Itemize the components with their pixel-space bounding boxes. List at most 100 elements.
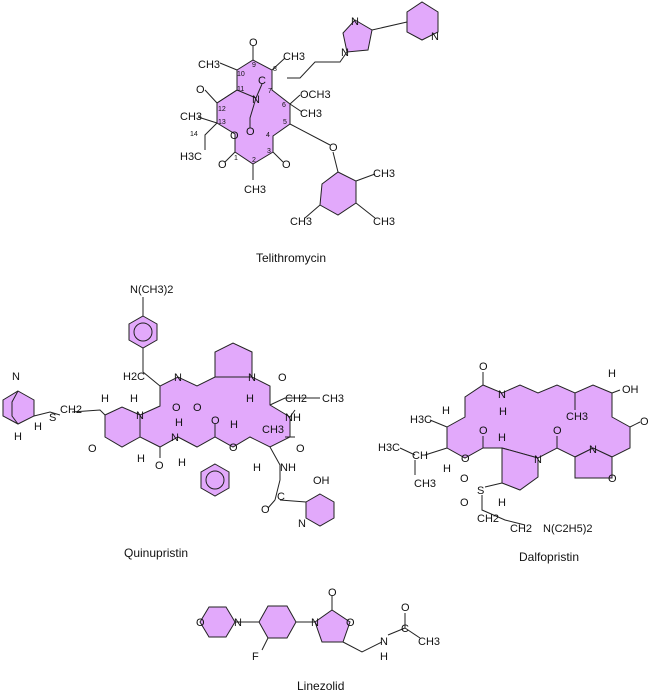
atom-label: N [12, 371, 20, 383]
aromatic-circle [205, 470, 225, 490]
telithromycin-structure: CH3 O CH3 O N C OCH3 CH3 CH3 O O O CH3 H… [180, 1, 439, 265]
atom-label: N [351, 16, 359, 28]
atom-label: N [234, 617, 242, 629]
dalfopristin-structure: O N H H OH CH3 O H H3C O H O N N H3C CH … [378, 361, 649, 564]
atom-label: H3C [180, 151, 202, 163]
atom-label: O [155, 460, 164, 472]
atom-label: H [34, 421, 42, 433]
atom-label: H3C [410, 414, 432, 426]
atom-label: OH [313, 475, 330, 487]
atom-label: N [431, 31, 439, 43]
bonds [197, 21, 408, 219]
atom-label: N [174, 372, 182, 384]
atom-label: H [608, 368, 616, 380]
atom-label: O [461, 453, 470, 465]
atom-label: H [498, 497, 506, 509]
linezolid-title: Linezolid [297, 679, 344, 693]
atom-label: N [136, 410, 144, 422]
position-number: 6 [282, 102, 286, 109]
atom-label: CH3 [566, 411, 588, 423]
imidazole-ring [342, 19, 373, 53]
atom-label: O [246, 126, 255, 138]
proline-ring [214, 342, 253, 378]
pyrrolidine-ring [501, 447, 539, 491]
atom-label: H [175, 417, 183, 429]
atom-label: CH2 [60, 404, 82, 416]
position-number: 4 [266, 132, 270, 139]
atom-label: O [328, 587, 337, 599]
aromatic-circle [133, 322, 153, 342]
atom-label: O [329, 142, 338, 154]
quinupristin-structure: N(CH3)2 H2C N H O O N O H CH2 CH3 NH N H… [2, 284, 344, 560]
atom-label: O [479, 425, 488, 437]
morpholine-ring [199, 606, 236, 638]
atom-label: O [278, 372, 287, 384]
atom-label: O [640, 416, 649, 428]
atom-label: CH3 [418, 636, 440, 648]
atom-label: CH3 [244, 184, 266, 196]
atom-label: O [296, 443, 305, 455]
position-number: 2 [252, 157, 256, 164]
atom-label: H [380, 651, 388, 663]
atom-label: N [498, 389, 506, 401]
atom-label: N [380, 636, 388, 648]
bonds [399, 372, 641, 526]
atom-label: N [248, 372, 256, 384]
macrocycle-ring [446, 384, 631, 459]
atom-label: S [49, 412, 56, 424]
atom-label: O [193, 402, 202, 414]
atom-label: H [246, 393, 254, 405]
atom-label: CH2 [510, 523, 532, 535]
atom-label: NH [280, 462, 296, 474]
atom-label: O [346, 617, 355, 629]
atom-label: NH [285, 412, 301, 424]
atom-label: N(C2H5)2 [543, 523, 593, 535]
atom-label: H [442, 405, 450, 417]
position-number: 12 [218, 106, 226, 113]
atom-label: O [230, 130, 239, 142]
atom-label: CH3 [322, 393, 344, 405]
atom-label: O [460, 497, 469, 509]
macrocycle-ring [139, 376, 291, 448]
atom-label: O [479, 361, 488, 373]
atom-label: H [101, 393, 109, 405]
atom-label: H [130, 393, 138, 405]
atom-label: O [282, 159, 291, 171]
dalfopristin-title: Dalfopristin [519, 550, 579, 564]
atom-label: O [249, 37, 258, 49]
linezolid-structure: O N F N O O N H C O CH3 Linezolid [196, 587, 440, 693]
aminophenyl-ring [128, 315, 158, 349]
atom-label: CH3 [198, 59, 220, 71]
atom-label: H [178, 457, 186, 469]
atom-label: H2C [123, 371, 145, 383]
oxazolidinone-ring [314, 609, 351, 643]
atom-label: CH3 [373, 168, 395, 180]
quinuclidine-ring [2, 390, 35, 425]
atom-label: CH3 [283, 51, 305, 63]
atom-label: CH2 [477, 513, 499, 525]
atom-label: O [401, 602, 410, 614]
atom-label: CH3 [373, 216, 395, 228]
fluorophenyl-ring [258, 605, 297, 639]
pyridine-ring [406, 1, 439, 41]
atom-label: N [534, 454, 542, 466]
atom-label: H [499, 406, 507, 418]
atom-label: S [477, 485, 484, 497]
atom-label: N(CH3)2 [130, 284, 173, 296]
atom-label: N [298, 518, 306, 530]
quinupristin-title: Quinupristin [124, 546, 188, 560]
atom-label: H [137, 453, 145, 465]
oxazole-ring [574, 447, 613, 479]
atom-label: O [196, 617, 205, 629]
atom-label: N [311, 617, 319, 629]
bonds [235, 596, 421, 653]
atom-label: N [252, 94, 260, 106]
position-number: 5 [283, 119, 287, 126]
atom-label: O [229, 442, 238, 454]
telithromycin-title: Telithromycin [256, 251, 326, 265]
atom-label: C [258, 75, 266, 87]
atom-label: CH3 [180, 111, 202, 123]
atom-label: O [88, 443, 97, 455]
atom-label: F [252, 651, 259, 663]
